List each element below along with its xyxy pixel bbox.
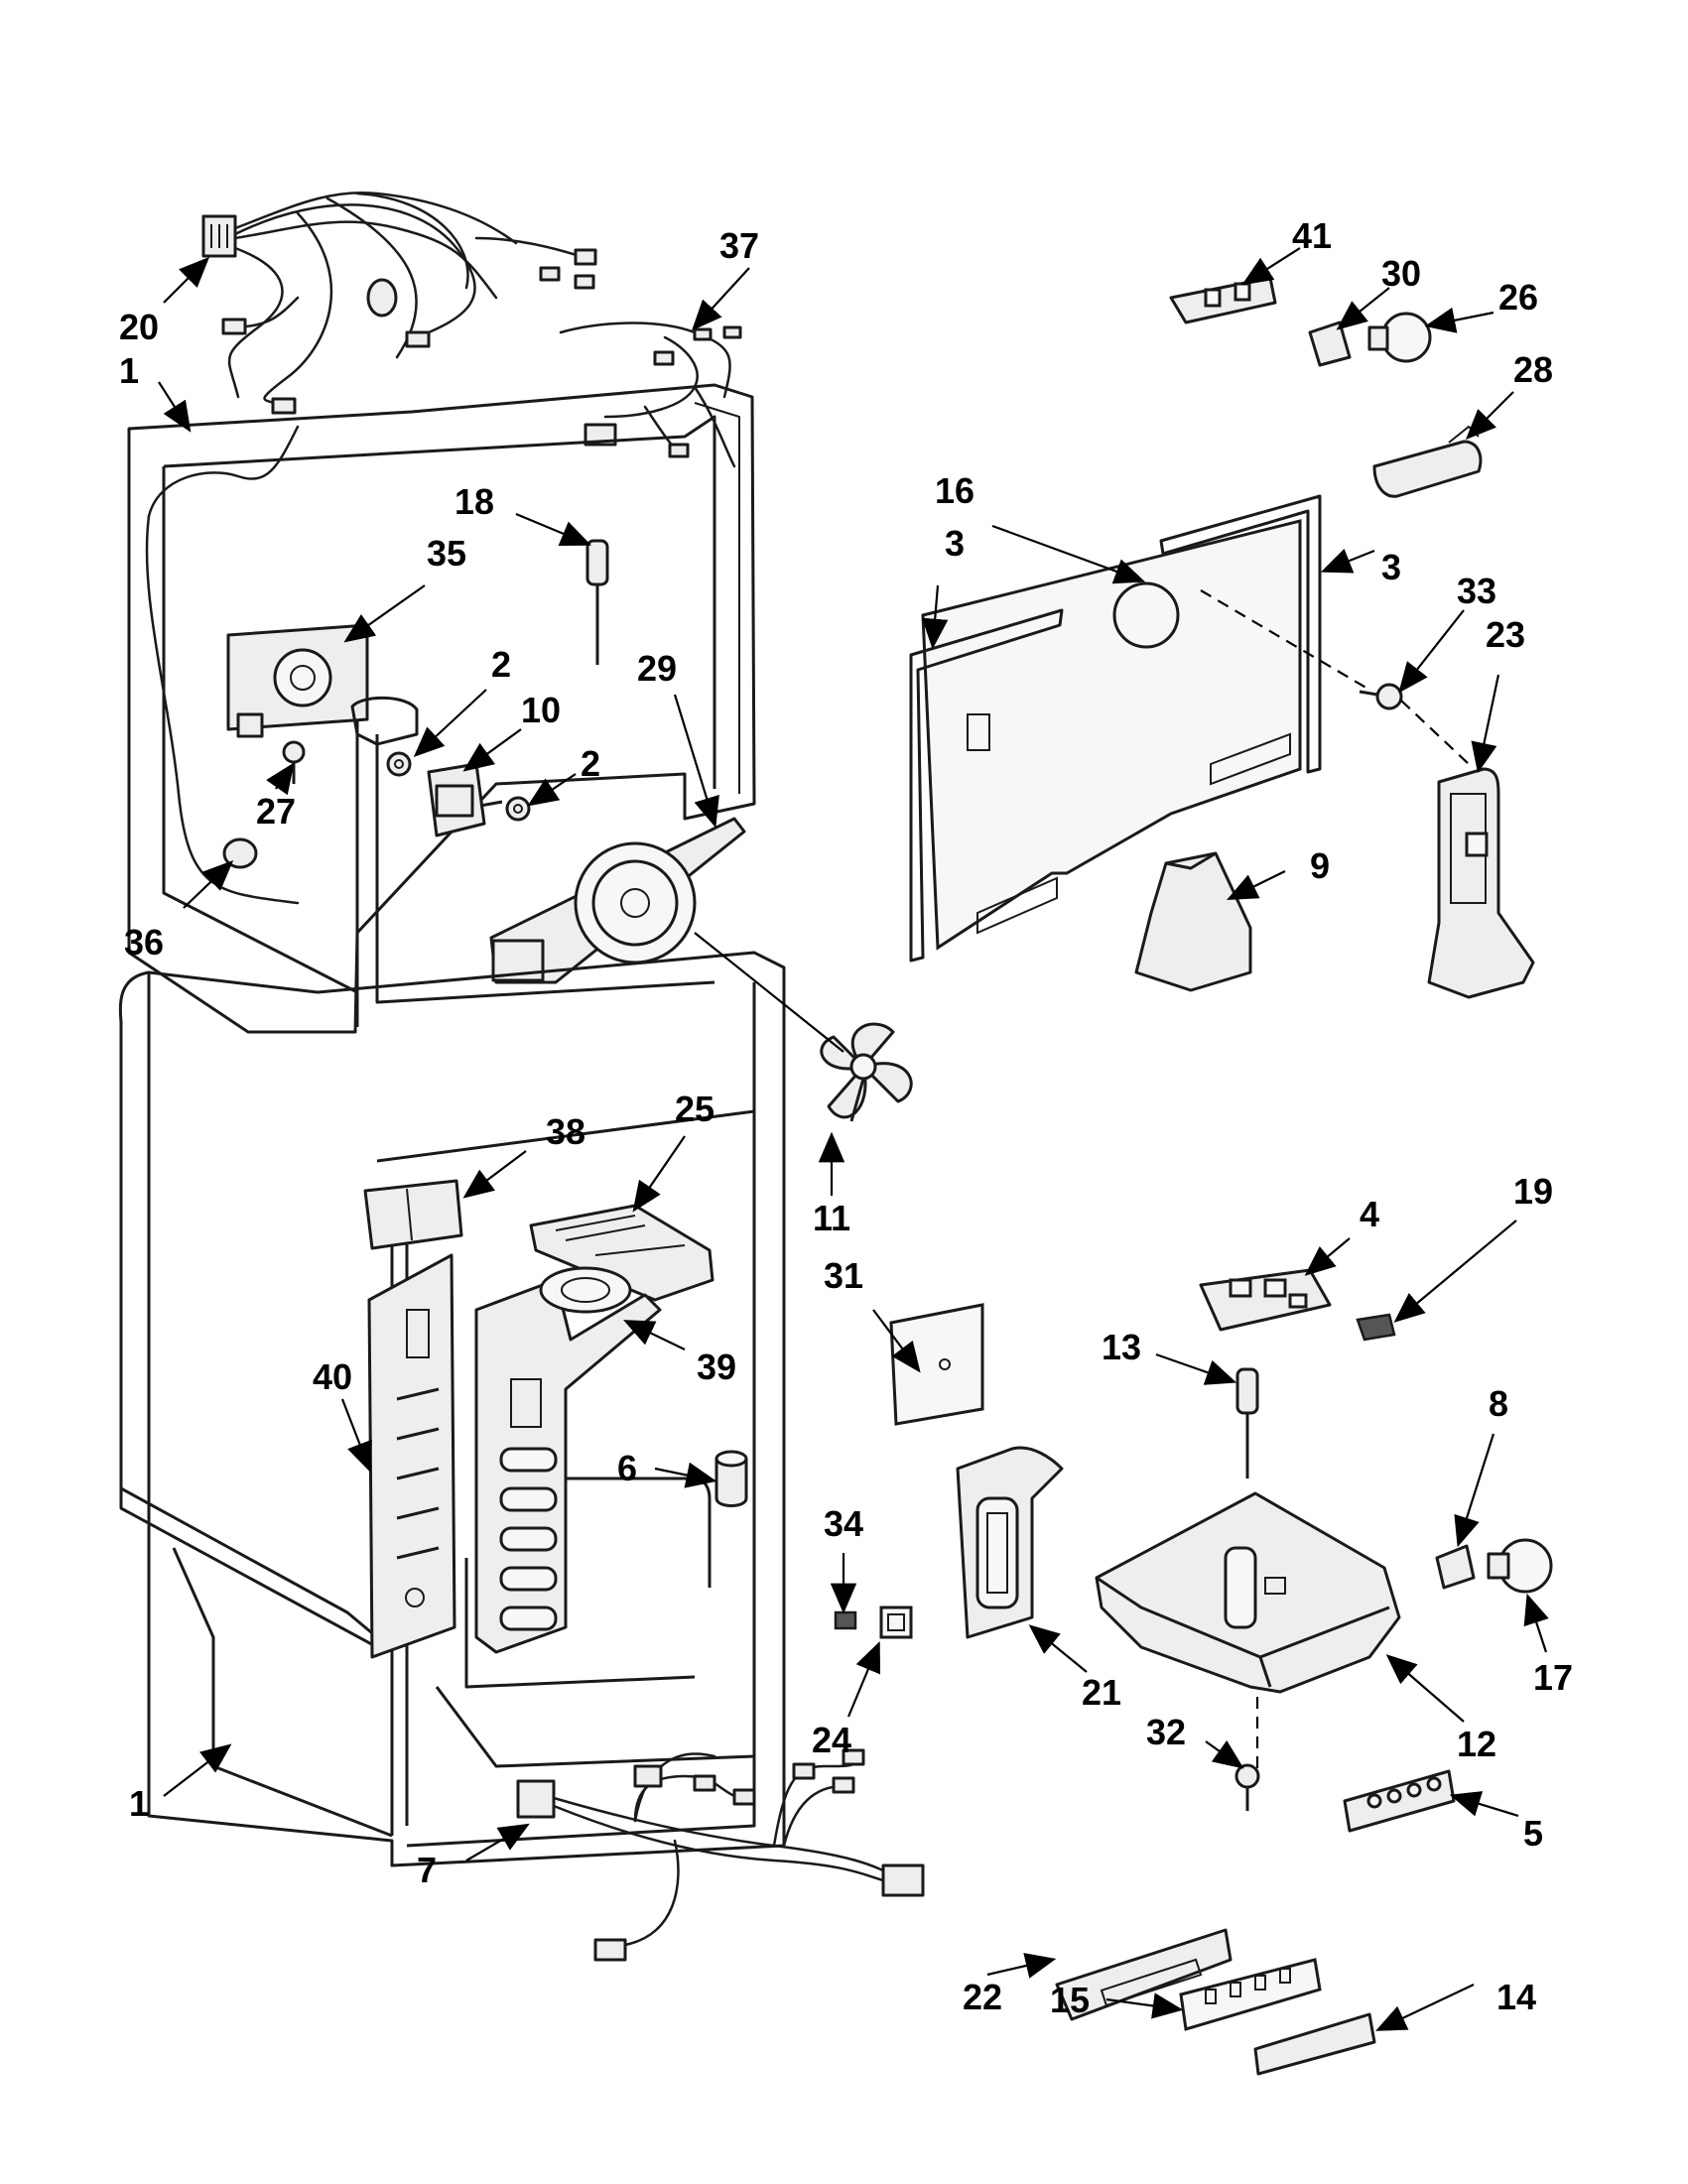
part-20-wiring-harness — [201, 192, 597, 415]
part-16-divider-panel — [921, 519, 1302, 951]
part-32-screw — [1234, 1763, 1260, 1811]
part-30-socket — [1308, 321, 1352, 367]
callout-21: 21 — [1082, 1672, 1121, 1713]
part-35-control-housing — [226, 623, 369, 738]
callout-19: 19 — [1513, 1171, 1553, 1212]
part-6-cylinder — [714, 1450, 748, 1507]
callout-28: 28 — [1513, 349, 1553, 390]
part-26-bulb — [1367, 312, 1432, 363]
part-21-light-housing — [956, 1446, 1064, 1639]
part-9-duct — [1134, 851, 1252, 992]
callout-39: 39 — [697, 1347, 736, 1387]
callout-38: 38 — [546, 1111, 585, 1152]
callout-9: 9 — [1310, 845, 1330, 886]
callout-35: 35 — [427, 533, 466, 574]
callout-23: 23 — [1486, 614, 1525, 655]
part-31-plate — [889, 1303, 984, 1426]
callout-7: 7 — [417, 1850, 437, 1890]
part-39-center-duct — [474, 1266, 662, 1654]
part-5-switch-board — [1343, 1769, 1456, 1833]
callout-34: 34 — [824, 1503, 863, 1544]
callout-24: 24 — [812, 1720, 851, 1760]
callout-29: 29 — [637, 648, 677, 689]
part-freezer-side-seal — [350, 696, 419, 746]
part-1-freezer-liner — [127, 383, 756, 1034]
callout-5: 5 — [1523, 1813, 1543, 1854]
callout-36: 36 — [124, 922, 164, 963]
callout-18: 18 — [454, 481, 494, 522]
callout-22: 22 — [963, 1977, 1002, 2017]
part-33-screw — [1359, 683, 1403, 710]
part-24-small-board — [879, 1606, 913, 1639]
part-28-light-shield — [1372, 425, 1483, 498]
callout-41: 41 — [1292, 215, 1332, 256]
callout-10: 10 — [521, 690, 561, 730]
callout-labels: 1 1 2 2 3 3 4 5 6 7 8 9 10 11 12 13 14 1… — [119, 215, 1573, 2020]
callout-13: 13 — [1102, 1327, 1141, 1367]
part-3-gaskets — [909, 494, 1322, 963]
part-34-clip — [834, 1610, 857, 1630]
callout-15: 15 — [1050, 1980, 1090, 2020]
part-2-grommets — [386, 751, 531, 822]
part-19-clip — [1356, 1313, 1396, 1342]
part-8-socket — [1435, 1544, 1476, 1590]
callout-1-lower: 1 — [129, 1783, 149, 1824]
callout-3-b: 3 — [1381, 547, 1401, 587]
callout-6: 6 — [617, 1448, 637, 1488]
part-27-screw — [282, 740, 306, 784]
callout-8: 8 — [1489, 1383, 1508, 1424]
callout-20: 20 — [119, 307, 159, 347]
screw-33-dashed-axis-b — [1400, 700, 1470, 765]
callout-31: 31 — [824, 1255, 863, 1296]
leader-lines — [158, 247, 1549, 2031]
callout-30: 30 — [1381, 253, 1421, 294]
part-7-lower-harness — [516, 1748, 925, 1962]
callout-3-a: 3 — [945, 523, 965, 564]
callout-40: 40 — [313, 1356, 352, 1397]
part-10-damper-motor — [427, 762, 503, 837]
part-23-air-duct — [1427, 767, 1535, 999]
callout-2-a: 2 — [491, 644, 511, 685]
callout-17: 17 — [1533, 1657, 1573, 1698]
fan-axis-line — [694, 932, 844, 1053]
callout-4: 4 — [1360, 1194, 1379, 1234]
part-41-bracket — [1169, 276, 1277, 324]
part-22-control-panel — [1055, 1928, 1233, 2021]
callout-25: 25 — [675, 1089, 714, 1129]
screw-33-dashed-axis-a — [1200, 589, 1370, 691]
callout-32: 32 — [1146, 1712, 1186, 1752]
part-11-fan-blade — [820, 1022, 913, 1122]
callout-26: 26 — [1498, 277, 1538, 318]
callout-14: 14 — [1496, 1977, 1536, 2017]
callout-37: 37 — [719, 225, 759, 266]
part-13-thermistor — [1235, 1367, 1259, 1478]
callout-12: 12 — [1457, 1724, 1496, 1764]
callout-16: 16 — [935, 470, 974, 511]
callout-11: 11 — [813, 1198, 850, 1238]
callout-33: 33 — [1457, 571, 1496, 611]
callout-1-upper: 1 — [119, 350, 139, 391]
part-38-light-shield — [363, 1179, 463, 1250]
part-18-thermistor — [585, 539, 609, 665]
callout-27: 27 — [256, 791, 296, 832]
part-40-air-duct — [367, 1253, 456, 1659]
part-15-overlay — [1179, 1958, 1322, 2031]
callout-2-b: 2 — [581, 743, 600, 784]
part-12-control-housing — [1095, 1491, 1401, 1694]
part-4-control-board — [1199, 1268, 1332, 1332]
part-17-bulb — [1487, 1538, 1553, 1594]
part-14-cover-strip — [1253, 2012, 1376, 2076]
